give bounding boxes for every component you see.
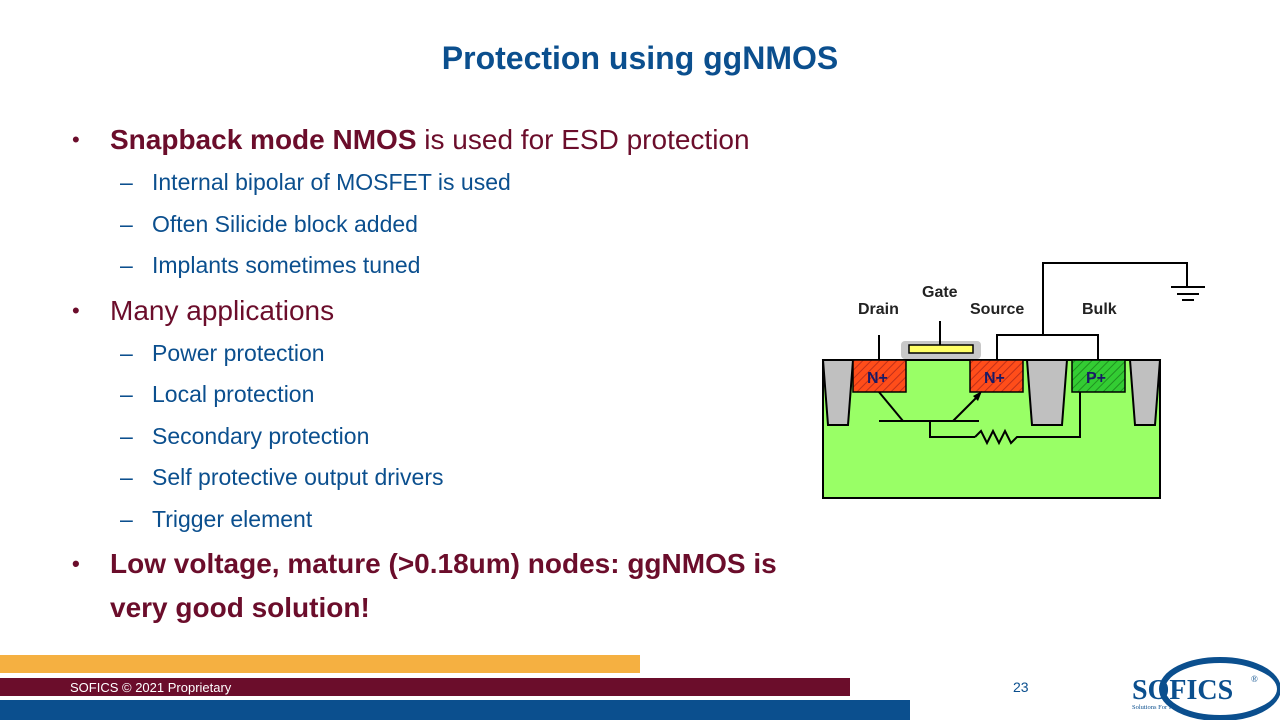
sub-bullet: –Secondary protection	[70, 416, 810, 458]
bulk-label: Bulk	[1082, 301, 1117, 318]
bullet-applications: • Many applications	[70, 289, 810, 333]
sub-bullet-text: Secondary protection	[152, 422, 370, 449]
sub-bullet: –Trigger element	[70, 499, 810, 541]
sub-bullet-text: Internal bipolar of MOSFET is used	[152, 169, 511, 195]
logo-tagline: Solutions For ICs	[1132, 704, 1178, 711]
drain-label: Drain	[858, 301, 899, 318]
footer-bar-maroon	[0, 678, 850, 696]
logo-registered-mark: ®	[1251, 674, 1258, 684]
gate-poly	[908, 344, 974, 354]
bullet-list: • Snapback mode NMOS is used for ESD pro…	[70, 118, 810, 630]
bullet-snapback-rest: is used for ESD protection	[416, 124, 750, 155]
sti-left	[821, 359, 855, 426]
sub-bullet: –Local protection	[70, 374, 810, 416]
pplus-bulk-label: P+	[1086, 370, 1106, 387]
sub-bullet-text: Local protection	[152, 381, 315, 407]
footer-bar-orange	[0, 655, 640, 673]
nplus-drain-label: N+	[867, 370, 888, 387]
sub-bullet-text: Often Silicide block added	[152, 210, 418, 237]
sub-bullet: –Implants sometimes tuned	[70, 245, 810, 287]
footer-bar-blue	[0, 700, 910, 720]
bullet-conclusion-line2: very good solution!	[110, 592, 370, 623]
bullet-applications-text: Many applications	[110, 294, 335, 326]
sti-middle	[1025, 359, 1069, 426]
sti-right	[1128, 359, 1162, 426]
bullet-dot-icon: •	[72, 127, 80, 152]
copyright-text: SOFICS © 2021 Proprietary	[70, 680, 232, 695]
dash-icon: –	[120, 422, 133, 449]
sub-bullet-text: Trigger element	[152, 505, 313, 532]
gate-label: Gate	[922, 284, 958, 301]
pplus-bulk	[1071, 359, 1126, 393]
bullet-dot-icon: •	[72, 551, 80, 576]
source-label: Source	[970, 301, 1024, 318]
sub-bullet-text: Self protective output drivers	[152, 464, 444, 490]
bullet-snapback-bold: Snapback mode NMOS	[110, 124, 417, 155]
dash-icon: –	[120, 464, 133, 490]
sub-bullet: –Often Silicide block added	[70, 204, 810, 246]
sub-bullet: –Internal bipolar of MOSFET is used	[70, 162, 810, 204]
dash-icon: –	[120, 339, 133, 366]
dash-icon: –	[120, 169, 133, 195]
nplus-source-label: N+	[984, 370, 1005, 387]
sub-bullet-text: Power protection	[152, 339, 325, 366]
dash-icon: –	[120, 505, 133, 532]
dash-icon: –	[120, 381, 133, 407]
bulk-resistor	[974, 392, 1081, 446]
bullet-conclusion: • Low voltage, mature (>0.18um) nodes: g…	[70, 542, 810, 630]
logo-wordmark: SOFICS	[1132, 675, 1233, 706]
bullet-conclusion-line1: Low voltage, mature (>0.18um) nodes: ggN…	[110, 548, 777, 579]
page-number: 23	[1013, 679, 1029, 695]
sofics-logo: SOFICS ® Solutions For ICs	[1120, 655, 1280, 721]
dash-icon: –	[120, 252, 133, 278]
sub-bullet-text: Implants sometimes tuned	[152, 252, 421, 278]
dash-icon: –	[120, 210, 133, 237]
bullet-dot-icon: •	[72, 297, 80, 323]
bullet-snapback: • Snapback mode NMOS is used for ESD pro…	[70, 118, 810, 162]
ground-icon	[1171, 286, 1205, 301]
sub-bullet: –Power protection	[70, 333, 810, 375]
slide-title: Protection using ggNMOS	[441, 40, 839, 76]
ggnmos-cross-section-diagram: N+ N+ P+ Drain Gate Source	[815, 255, 1215, 515]
sub-bullet: –Self protective output drivers	[70, 457, 810, 499]
